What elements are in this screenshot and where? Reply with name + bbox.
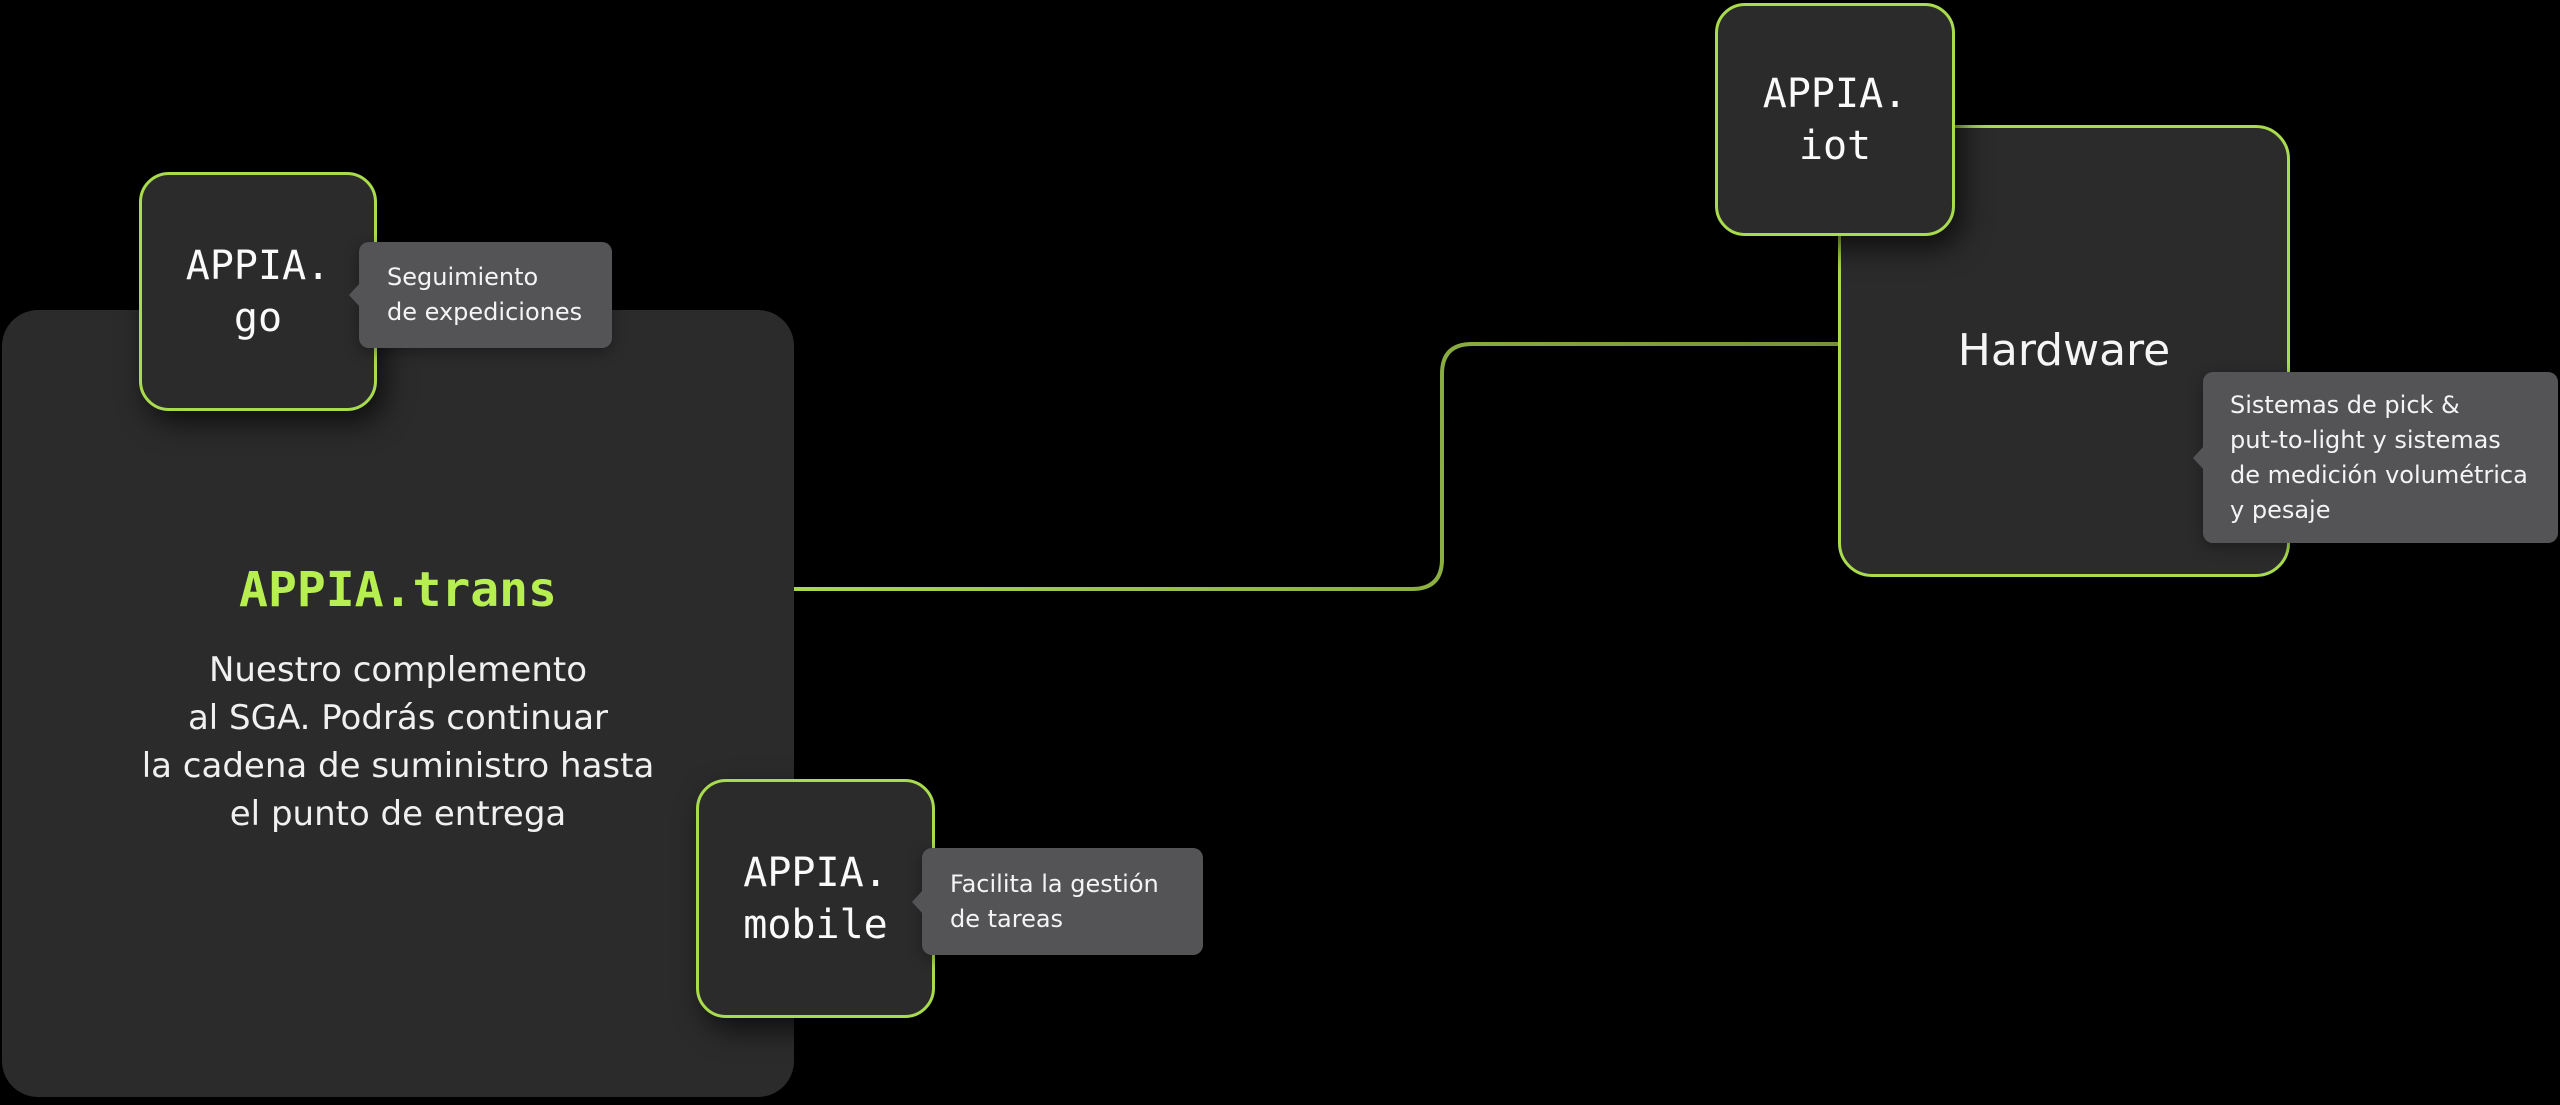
appia-go-box[interactable]: APPIA. go [139,172,377,411]
hardware-label: Hardware [1957,325,2171,376]
appia-trans-description: Nuestro complemento al SGA. Podrás conti… [141,650,655,834]
appia-go-tooltip-text: Seguimiento de expediciones [387,263,583,326]
appia-trans-title: APPIA.trans [239,562,557,618]
appia-mobile-tooltip-text: Facilita la gestión de tareas [950,869,1159,933]
appia-iot-box[interactable]: APPIA. iot [1715,3,1955,236]
appia-mobile-box[interactable]: APPIA. mobile [696,779,935,1018]
appia-mobile-tooltip: Facilita la gestión de tareas [922,848,1203,955]
hardware-tooltip-text: Sistemas de pick & put-to-light y sistem… [2230,390,2528,524]
hardware-tooltip: Sistemas de pick & put-to-light y sistem… [2203,372,2558,543]
appia-go-label: APPIA. go [185,242,331,341]
appia-trans-box: APPIA.trans Nuestro complemento al SGA. … [2,310,794,1097]
appia-iot-label: APPIA. iot [1762,70,1908,169]
appia-mobile-label: APPIA. mobile [743,849,888,948]
appia-go-tooltip: Seguimiento de expediciones [359,242,612,348]
